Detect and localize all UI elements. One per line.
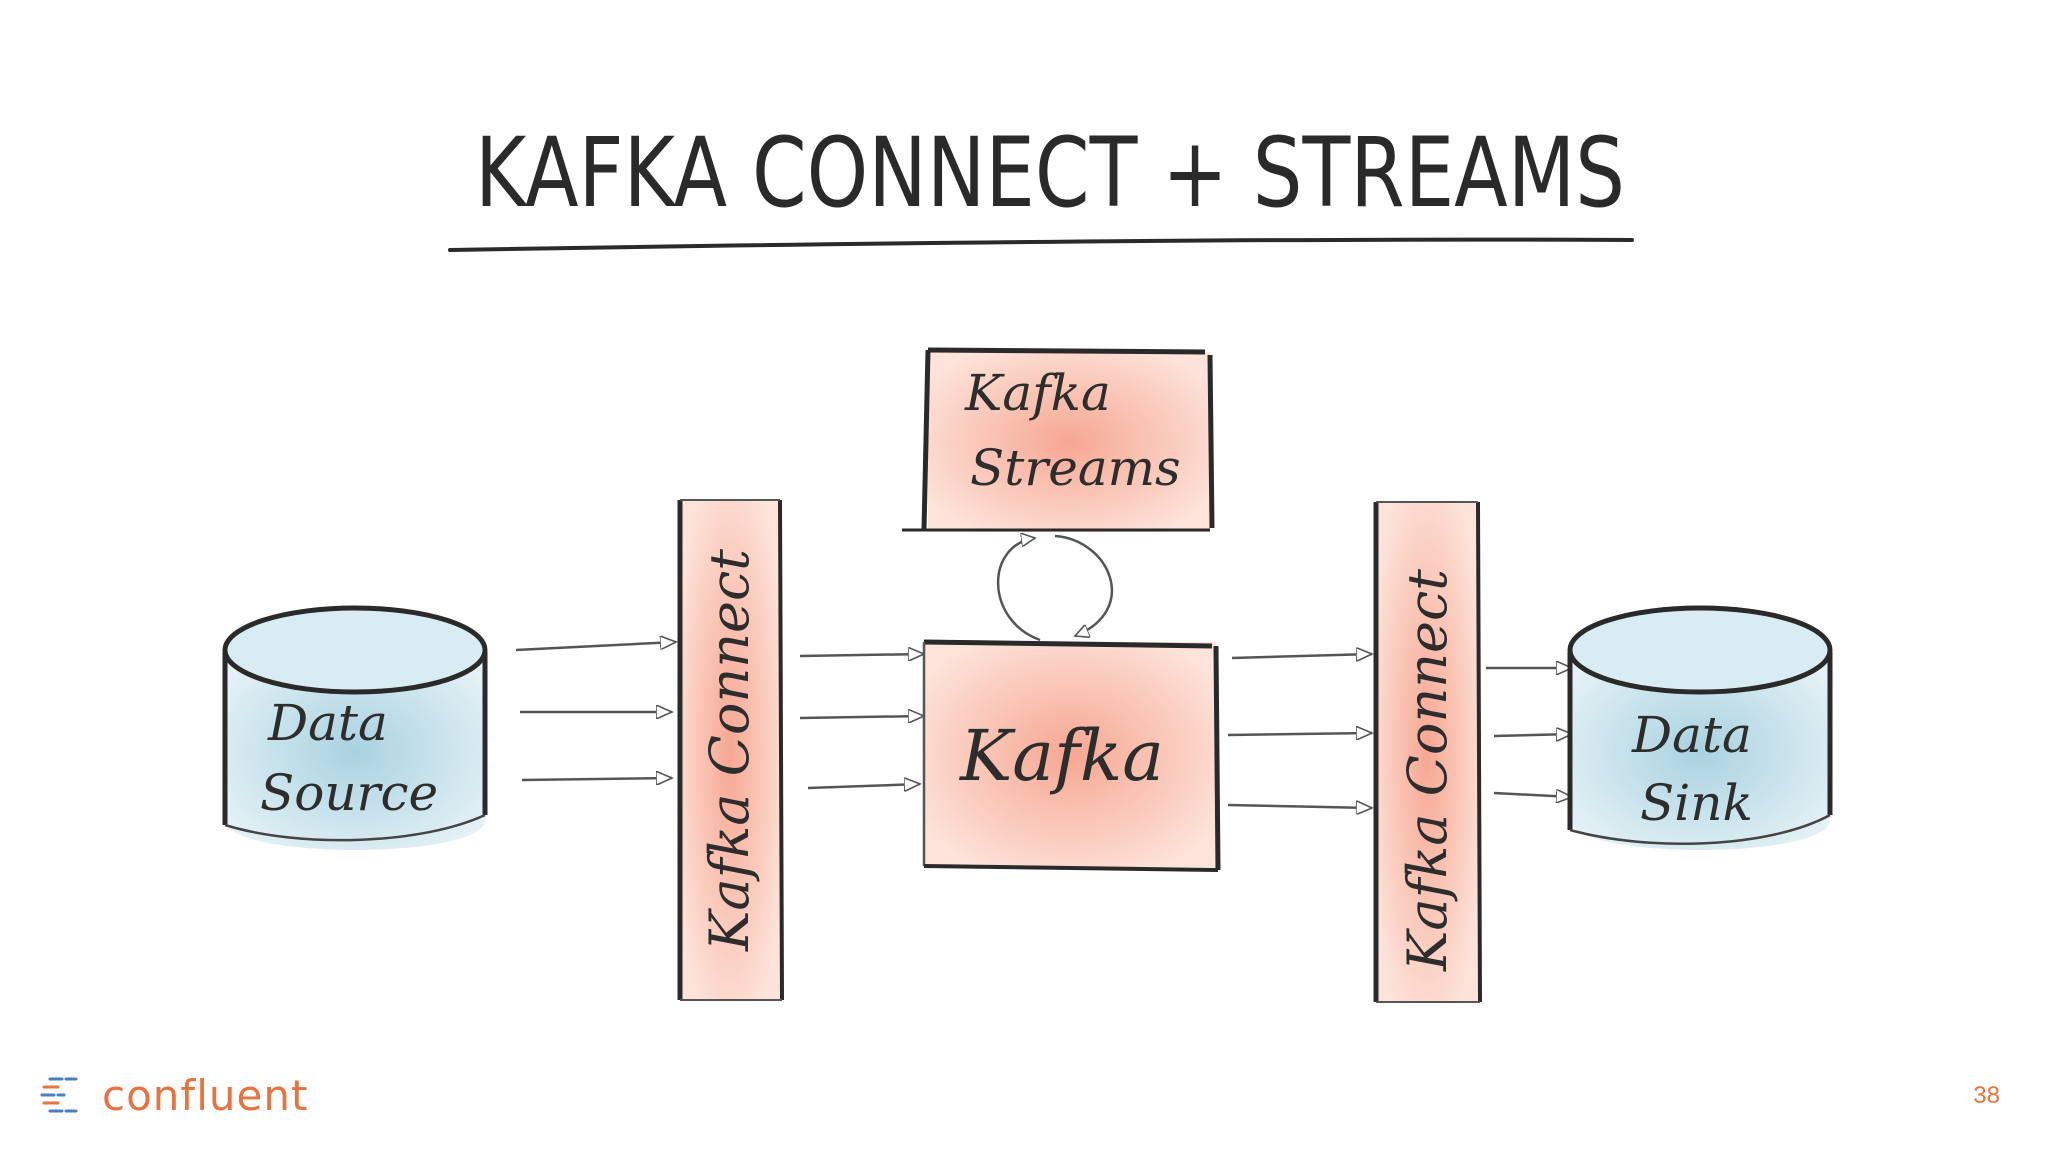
arrows-connect-to-sink [1486,668,1572,797]
kafka-connect-right-bar: Kafka Connect [1373,501,1482,1003]
kafka-connect-right-label: Kafka Connect [1396,569,1459,972]
title-underline [448,237,1634,252]
kafka-connect-left-bar: Kafka Connect [677,499,784,1001]
kafka-label: Kafka [958,715,1164,797]
confluent-logo: confluent [40,1065,308,1125]
streams-kafka-loop [996,536,1114,642]
data-source-label-line1: Data [267,694,388,752]
confluent-logo-text: confluent [102,1070,309,1120]
kafka-streams-box: Kafka Streams [902,347,1215,532]
data-source-label-line2: Source [260,764,438,822]
kafka-box: Kafka [922,639,1221,872]
arrows-kafka-to-connect [1227,654,1372,808]
arrows-connect-to-kafka [799,654,924,788]
kafka-streams-label-line2: Streams [970,439,1181,497]
diagram-title: KAFKA CONNECT + STREAMS [475,117,1625,229]
kafka-streams-label-line1: Kafka [964,364,1111,422]
data-source-store: Data Source [222,605,488,850]
data-sink-store: Data Sink [1567,605,1833,850]
data-sink-label-line2: Sink [1640,774,1753,832]
kafka-connect-left-label: Kafka Connect [698,549,761,952]
data-sink-label-line1: Data [1631,706,1752,764]
page-number: 38 [1973,1082,2000,1109]
arrows-source-to-connect [515,642,676,780]
confluent-mark-icon [40,1077,78,1113]
